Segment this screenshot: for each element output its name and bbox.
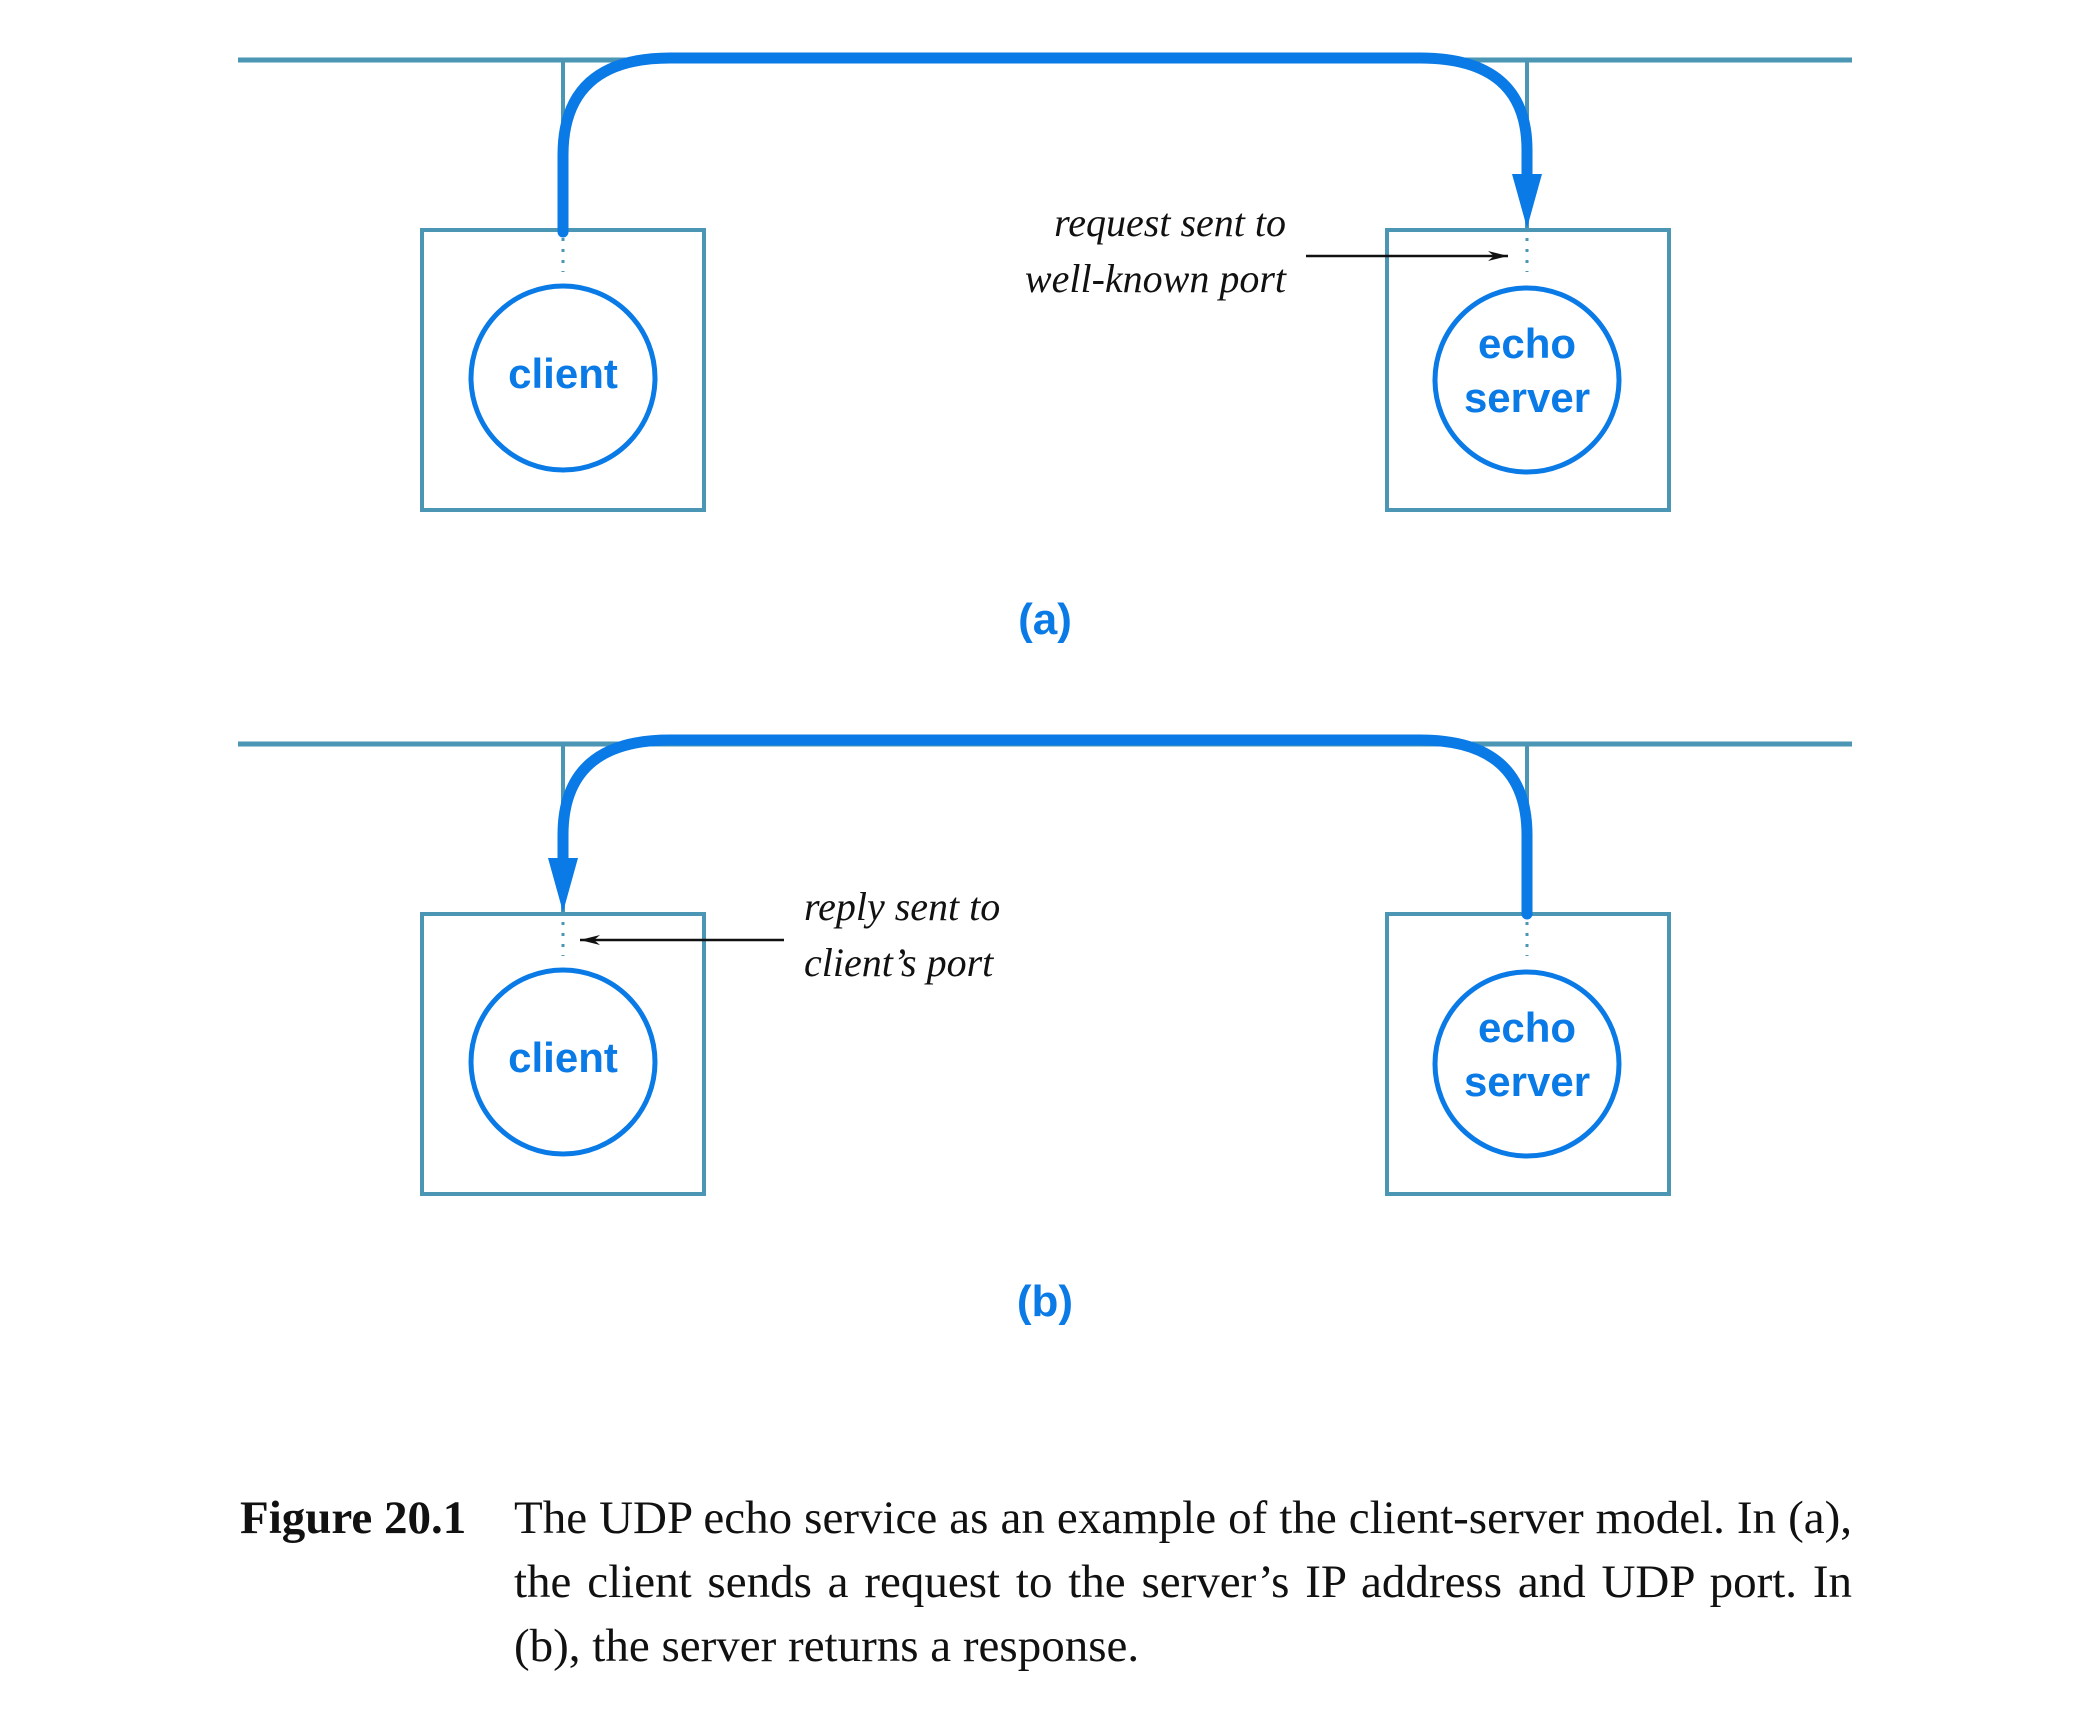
caption-text: The UDP echo service as an example of th… [514,1492,1852,1672]
server-label-line2-a: server [1464,374,1590,421]
panel-label-b: (b) [1017,1277,1073,1326]
request-path [557,52,1533,238]
server-host-box-a [1385,228,1671,512]
reply-arrowhead [548,858,578,912]
server-label-line1-b: echo [1478,1004,1576,1051]
reply-path [557,734,1533,920]
figure-caption: Figure 20.1 The UDP echo service as an e… [240,1486,1852,1678]
server-process-circle-b [1432,969,1622,1159]
client-process-circle-a [468,283,658,473]
caption-label: Figure 20.1 [240,1492,467,1544]
panel-a: client echo server request sent to well-… [238,52,1852,644]
panel-label-a: (a) [1018,595,1072,644]
server-label-line1-a: echo [1478,320,1576,367]
annotation-line1-a: request sent to [1054,200,1286,245]
client-label-b: client [508,1034,618,1081]
client-label-a: client [508,350,618,397]
server-label-line2-b: server [1464,1058,1590,1105]
server-process-circle-a [1432,285,1622,475]
request-arrowhead [1512,174,1542,228]
panel-b: client echo server reply sent to client’… [238,734,1852,1326]
annotation-line2-a: well-known port [1025,256,1287,301]
annotation-line1-b: reply sent to [804,884,1000,929]
client-process-circle-b [468,967,658,1157]
annotation-line2-b: client’s port [804,940,994,985]
client-host-box-b [420,912,706,1196]
